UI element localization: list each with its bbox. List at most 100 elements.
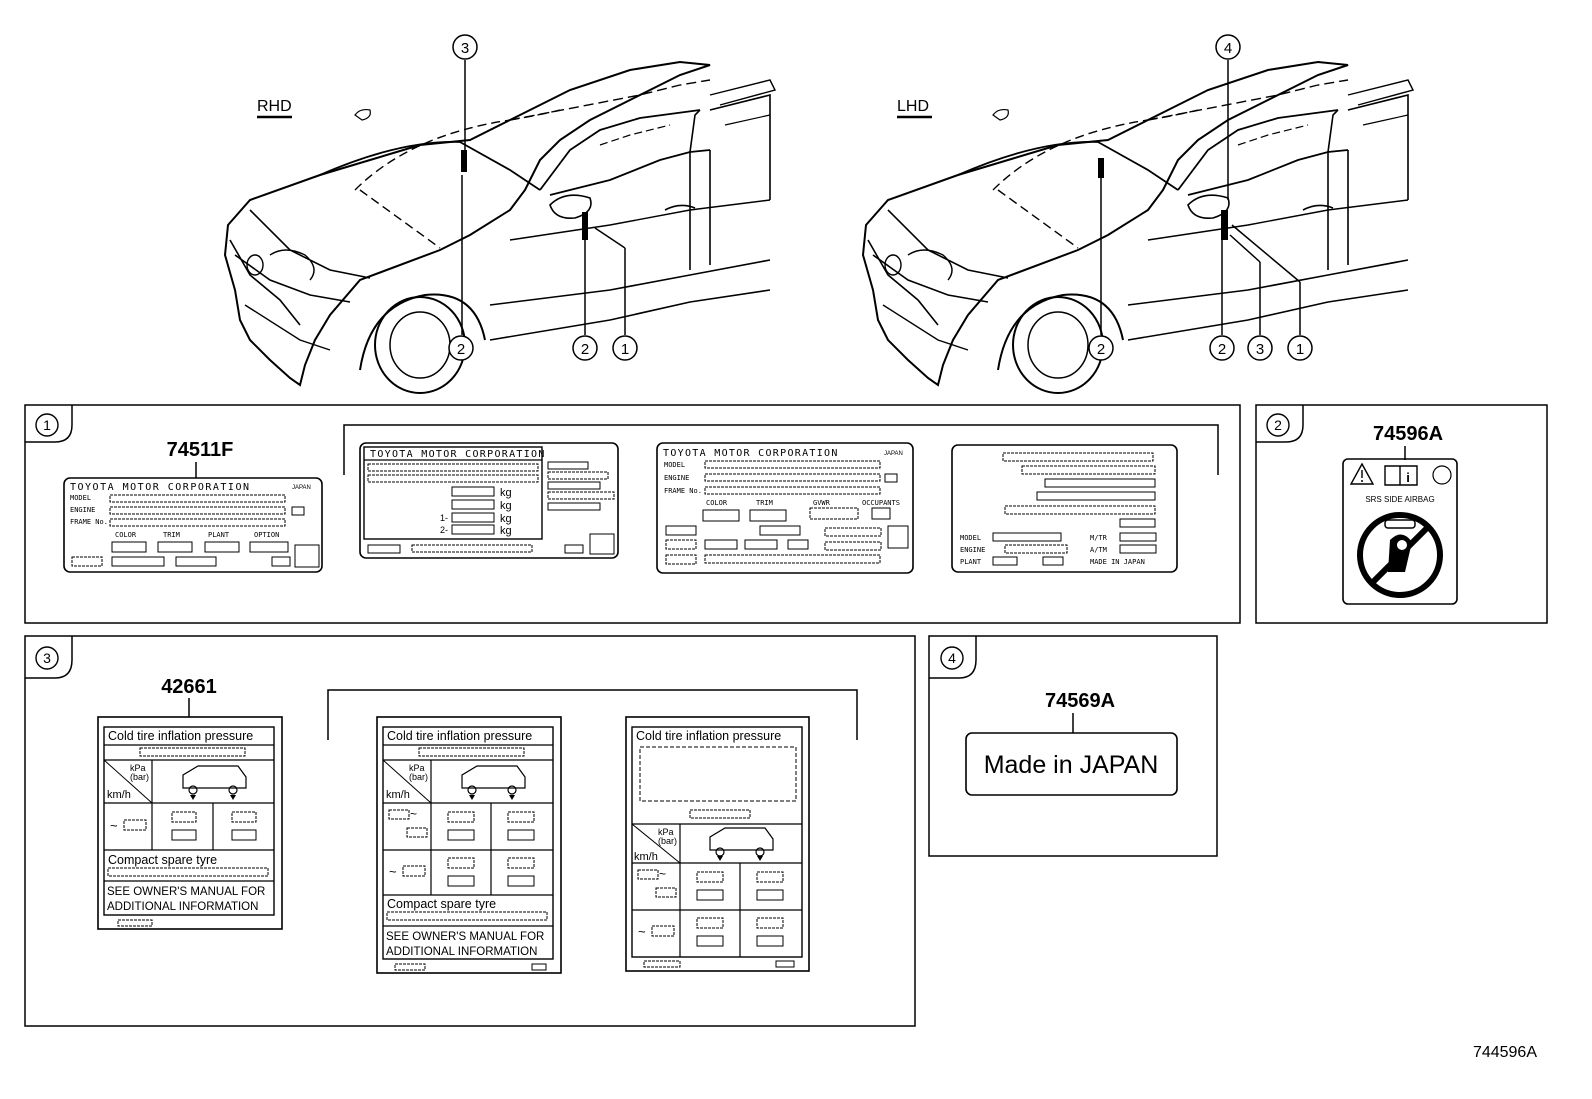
srs-caption: SRS SIDE AIRBAG xyxy=(1365,495,1434,504)
svg-text:~: ~ xyxy=(659,867,666,881)
svg-text:JAPAN: JAPAN xyxy=(292,485,311,491)
svg-text:TOYOTA MOTOR CORPORATION: TOYOTA MOTOR CORPORATION xyxy=(70,482,251,493)
svg-text:kPa: kPa xyxy=(658,827,674,837)
svg-text:2-: 2- xyxy=(440,525,448,535)
svg-text:4: 4 xyxy=(1224,40,1232,57)
part-number-74511F: 74511F xyxy=(167,439,234,461)
svg-text:TOYOTA MOTOR CORPORATION: TOYOTA MOTOR CORPORATION xyxy=(370,449,546,460)
lhd-car-view: LHD 4 2 2 3 1 xyxy=(862,34,1414,394)
lhd-callout-2a: 2 xyxy=(1088,335,1114,361)
figure-id: 744596A xyxy=(1473,1044,1537,1061)
svg-text:1: 1 xyxy=(621,341,629,358)
tire-pressure-label-c: Cold tire inflation pressure kPa (bar) k… xyxy=(625,716,810,972)
svg-text:MODEL: MODEL xyxy=(70,494,91,502)
panel-4-number: 4 xyxy=(948,650,956,666)
manual-info-icon: i xyxy=(1384,465,1418,486)
rhd-callout-2a: 2 xyxy=(448,335,474,361)
svg-text:FRAME No.: FRAME No. xyxy=(664,487,702,495)
panel-1: 1 74511F TOYOTA MOTOR CORPORATION JAPAN … xyxy=(24,404,1241,624)
made-in-japan-label: Made in JAPAN xyxy=(965,732,1178,796)
lhd-callout-1: 1 xyxy=(1287,335,1313,361)
lhd-label: LHD xyxy=(897,98,929,115)
rhd-callout-1: 1 xyxy=(612,335,638,361)
svg-text:1-: 1- xyxy=(440,513,448,523)
car-profile-icon xyxy=(182,765,247,800)
svg-text:i: i xyxy=(1406,470,1410,485)
svg-text:km/h: km/h xyxy=(107,789,131,801)
svg-text:kPa: kPa xyxy=(130,763,146,773)
rhd-label: RHD xyxy=(257,98,292,115)
svg-text:km/h: km/h xyxy=(634,851,658,863)
svg-text:~: ~ xyxy=(110,818,118,833)
svg-text:km/h: km/h xyxy=(386,789,410,801)
svg-text:2: 2 xyxy=(1097,341,1105,358)
svg-text:kg: kg xyxy=(500,525,512,537)
svg-text:ADDITIONAL INFORMATION: ADDITIONAL INFORMATION xyxy=(386,946,537,958)
svg-text:MODEL: MODEL xyxy=(960,534,981,542)
part-number-42661: 42661 xyxy=(161,676,217,698)
car-profile-icon xyxy=(709,827,774,861)
vin-label-b: TOYOTA MOTOR CORPORATION kg kg kg kg 1- … xyxy=(359,442,619,559)
svg-text:COLOR: COLOR xyxy=(115,531,137,539)
car-profile-icon xyxy=(461,765,526,800)
svg-text:(bar): (bar) xyxy=(130,772,149,782)
svg-text:ENGINE: ENGINE xyxy=(960,546,985,554)
panel-3-number: 3 xyxy=(43,650,51,666)
panel-3: 3 42661 Cold tire inflation pressure kPa… xyxy=(24,635,916,1027)
no-child-seat-icon xyxy=(1357,512,1443,598)
svg-text:ENGINE: ENGINE xyxy=(70,506,95,514)
panel-4: 4 74569A Made in JAPAN xyxy=(928,635,1218,857)
svg-text:Compact spare tyre: Compact spare tyre xyxy=(108,853,217,867)
svg-text:OCCUPANTS: OCCUPANTS xyxy=(862,499,900,507)
svg-text:TRIM: TRIM xyxy=(163,531,180,539)
panel-2: 2 74596A i SRS SIDE AIRBAG xyxy=(1255,404,1548,624)
tire-pressure-label-b: Cold tire inflation pressure kPa (bar) k… xyxy=(376,716,562,974)
svg-text:JAPAN: JAPAN xyxy=(884,451,903,457)
svg-text:Compact spare tyre: Compact spare tyre xyxy=(387,897,496,911)
svg-text:PLANT: PLANT xyxy=(208,531,230,539)
svg-text:2: 2 xyxy=(1218,341,1226,358)
lhd-callout-4: 4 xyxy=(1215,34,1241,60)
svg-text:Cold tire inflation pressur: Cold tire inflation pressure xyxy=(636,729,781,743)
svg-text:OPTION: OPTION xyxy=(254,531,279,539)
svg-text:kg: kg xyxy=(500,513,512,525)
svg-text:~: ~ xyxy=(410,807,417,821)
warning-triangle-icon xyxy=(1349,462,1375,485)
svg-text:MADE IN JAPAN: MADE IN JAPAN xyxy=(1090,558,1145,566)
svg-text:Cold tire inflation pressur: Cold tire inflation pressure xyxy=(108,729,253,743)
svg-text:~: ~ xyxy=(638,924,646,939)
svg-text:Made in JAPAN: Made in JAPAN xyxy=(984,751,1159,779)
lhd-callout-2b: 2 xyxy=(1209,335,1235,361)
svg-text:PLANT: PLANT xyxy=(960,558,982,566)
svg-text:2: 2 xyxy=(457,341,465,358)
vin-label-c: TOYOTA MOTOR CORPORATION JAPAN MODEL ENG… xyxy=(656,442,914,574)
svg-text:FRAME No.: FRAME No. xyxy=(70,518,108,526)
svg-text:ENGINE: ENGINE xyxy=(664,474,689,482)
part-number-74596A: 74596A xyxy=(1373,423,1443,445)
svg-text:TRIM: TRIM xyxy=(756,499,773,507)
svg-text:M/TR: M/TR xyxy=(1090,534,1108,542)
tire-pressure-label-a: Cold tire inflation pressure kPa (bar) k… xyxy=(97,716,283,930)
svg-text:MODEL: MODEL xyxy=(664,461,685,469)
part-number-74569A: 74569A xyxy=(1045,690,1115,712)
svg-text:kPa: kPa xyxy=(409,763,425,773)
svg-text:3: 3 xyxy=(1256,341,1264,358)
svg-text:COLOR: COLOR xyxy=(706,499,728,507)
svg-text:(bar): (bar) xyxy=(658,836,677,846)
svg-text:3: 3 xyxy=(461,40,469,57)
svg-text:~: ~ xyxy=(389,864,397,879)
svg-text:1: 1 xyxy=(1296,341,1304,358)
panel-2-number: 2 xyxy=(1274,417,1282,433)
svg-text:2: 2 xyxy=(581,341,589,358)
panel-1-number: 1 xyxy=(43,417,51,433)
svg-text:kg: kg xyxy=(500,487,512,499)
circle-icon xyxy=(1432,465,1452,485)
srs-airbag-label: i SRS SIDE AIRBAG xyxy=(1342,458,1458,605)
svg-text:TOYOTA MOTOR CORPORATION: TOYOTA MOTOR CORPORATION xyxy=(663,448,839,459)
vin-label-a: TOYOTA MOTOR CORPORATION JAPAN MODEL ENG… xyxy=(63,477,323,573)
rhd-callout-2b: 2 xyxy=(572,335,598,361)
svg-text:A/TM: A/TM xyxy=(1090,546,1107,554)
lhd-callout-3: 3 xyxy=(1247,335,1273,361)
vin-label-d: MODEL ENGINE PLANT M/TR A/TM MADE IN JAP… xyxy=(951,444,1178,573)
